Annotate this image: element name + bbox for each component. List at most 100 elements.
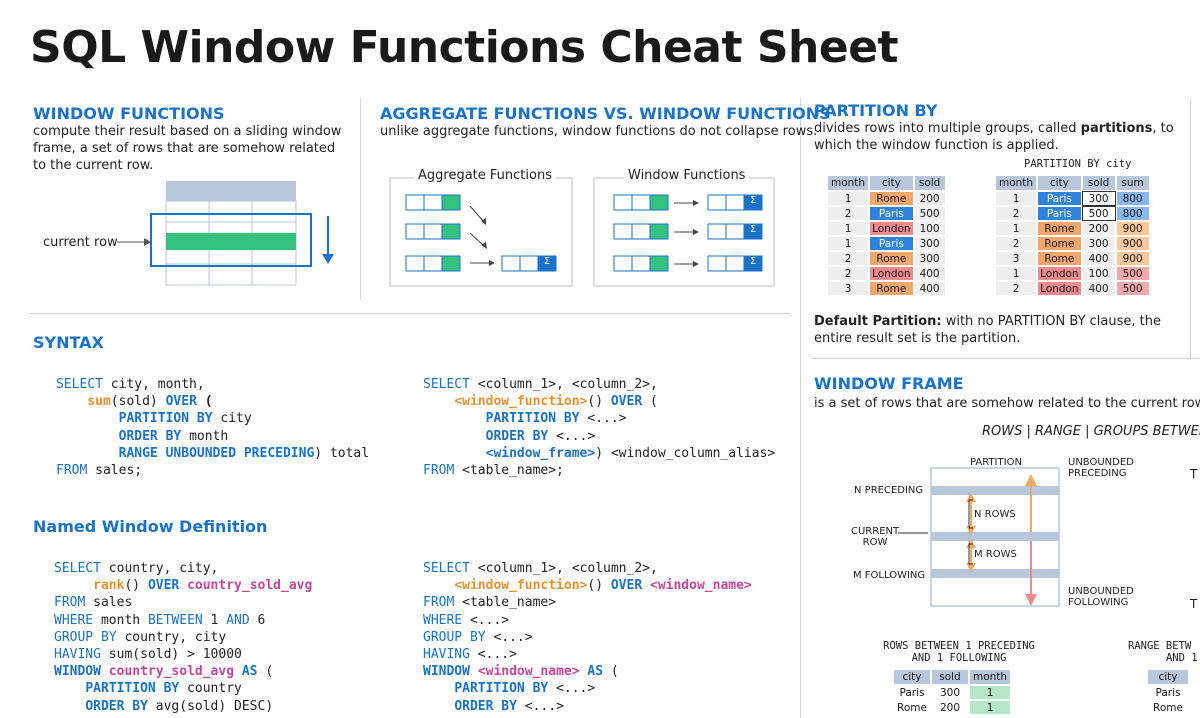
table-header-cell: sold xyxy=(932,670,968,684)
n-preceding-label: N PRECEDING xyxy=(854,485,924,496)
table-cell: 500 xyxy=(1116,267,1149,280)
table-cell: 400 xyxy=(1082,282,1115,295)
table-cell: London xyxy=(1038,267,1081,280)
table-cell: 500 xyxy=(1116,282,1149,295)
table-row: Rome xyxy=(1148,701,1188,714)
syntax-template-code: SELECT <column_1>, <column_2>, <window_f… xyxy=(423,377,776,479)
sliding-window-diagram xyxy=(117,181,334,286)
table-cell: 900 xyxy=(1116,252,1149,265)
divider-horizontal-2 xyxy=(812,358,1200,359)
table-cell: Paris xyxy=(1148,686,1188,699)
range-between-caption: RANGE BETW AND 1 xyxy=(1128,640,1198,664)
table-cell: Rome xyxy=(1038,222,1081,235)
table-cell: 900 xyxy=(1116,237,1149,250)
table-cell: 2 xyxy=(828,207,869,220)
table-cell: 2 xyxy=(996,282,1037,295)
table-header-cell: month xyxy=(996,176,1037,190)
table-cell: 1 xyxy=(970,701,1011,714)
table-cell: 1 xyxy=(970,686,1011,699)
table-cell: 1 xyxy=(828,192,869,205)
table-cell: 3 xyxy=(828,282,869,295)
cut-off-text: T xyxy=(1190,467,1198,481)
page-title: SQL Window Functions Cheat Sheet xyxy=(30,22,899,73)
window-frame-diagram xyxy=(930,467,1060,607)
table-cell: Rome xyxy=(870,192,913,205)
aggregate-vs-window-diagram xyxy=(389,177,775,287)
table-cell: 300 xyxy=(914,252,945,265)
table-cell: 2 xyxy=(828,267,869,280)
table-header-cell: city xyxy=(870,176,913,190)
aggregate-functions-label: Aggregate Functions xyxy=(414,168,556,183)
default-partition-note: Default Partition: with no PARTITION BY … xyxy=(814,314,1161,346)
window-frame-heading: WINDOW FRAME xyxy=(814,374,964,393)
m-rows-label: M ROWS xyxy=(974,549,1017,560)
sigma-icon: Σ xyxy=(543,256,551,267)
table-cell: 900 xyxy=(1116,222,1149,235)
window-functions-heading: WINDOW FUNCTIONS xyxy=(33,104,225,123)
table-cell: 400 xyxy=(1082,252,1115,265)
table-cell: 200 xyxy=(932,701,968,714)
table-cell: 400 xyxy=(914,282,945,295)
table-cell: Paris xyxy=(1038,207,1081,220)
table-cell: 1 xyxy=(828,222,869,235)
syntax-heading: SYNTAX xyxy=(33,333,104,352)
named-window-heading: Named Window Definition xyxy=(33,517,268,536)
table-cell: Rome xyxy=(894,701,930,714)
table-cell: Paris xyxy=(894,686,930,699)
table-cell: Paris xyxy=(870,237,913,250)
divider-vertical-3 xyxy=(1190,98,1191,358)
current-row-pointer xyxy=(898,532,928,534)
table-cell: Rome xyxy=(1038,252,1081,265)
table-cell: Paris xyxy=(1038,192,1081,205)
table-cell: 800 xyxy=(1116,192,1149,205)
table-cell: 300 xyxy=(914,237,945,250)
table-header-cell: city xyxy=(1038,176,1081,190)
table-cell: Rome xyxy=(870,282,913,295)
divider-vertical-2 xyxy=(800,98,801,718)
table-cell: 300 xyxy=(1081,191,1116,206)
partition-label: PARTITION xyxy=(970,457,1022,468)
aggregate-vs-window-description: unlike aggregate functions, window funct… xyxy=(380,124,818,139)
table-header-cell: sold xyxy=(1082,176,1115,190)
frame-modes: ROWS | RANGE | GROUPS BETWEEN xyxy=(982,424,1200,439)
partition-by-description: divides rows into multiple groups, calle… xyxy=(814,121,1174,153)
table-header-cell: sold xyxy=(914,176,945,190)
table-cell: 2 xyxy=(828,252,869,265)
n-rows-label: N ROWS xyxy=(974,509,1016,520)
table-cell: 400 xyxy=(914,267,945,280)
table-cell: 1 xyxy=(996,192,1037,205)
table-cell: 1 xyxy=(996,222,1037,235)
table-cell: 200 xyxy=(1082,222,1115,235)
window-frame-description: is a set of rows that are somehow relate… xyxy=(814,396,1200,411)
divider-vertical-1 xyxy=(360,98,361,300)
cut-off-text: T xyxy=(1190,597,1198,611)
table-cell: 100 xyxy=(1082,267,1115,280)
table-cell: 800 xyxy=(1116,207,1149,220)
table-cell: Rome xyxy=(1038,237,1081,250)
table-cell: 1 xyxy=(996,267,1037,280)
table-cell: 200 xyxy=(914,192,945,205)
table-header-cell: city xyxy=(894,670,930,684)
partition-by-city-caption: PARTITION BY city xyxy=(1024,158,1132,170)
table-cell: 3 xyxy=(996,252,1037,265)
table-cell: 500 xyxy=(1081,206,1116,221)
